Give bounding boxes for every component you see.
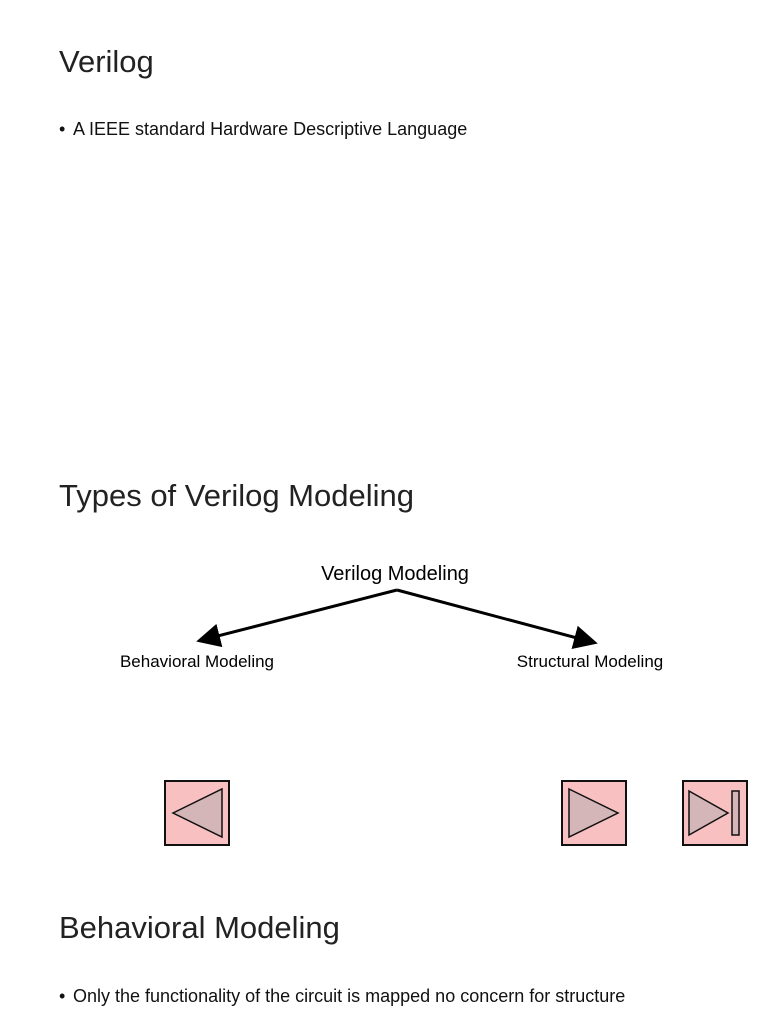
diagram-right-label: Structural Modeling (517, 652, 663, 671)
triangle-right-icon (568, 787, 620, 839)
next-button[interactable] (561, 780, 627, 846)
diagram-left-label: Behavioral Modeling (120, 652, 274, 671)
slide-3-bullet: • Only the functionality of the circuit i… (59, 985, 659, 1008)
slide-2-title: Types of Verilog Modeling (59, 478, 414, 513)
slide-3-bullet-text: Only the functionality of the circuit is… (73, 986, 626, 1006)
last-slide-button[interactable] (682, 780, 748, 846)
slide-1-bullet: • A IEEE standard Hardware Descriptive La… (59, 118, 739, 141)
skip-to-end-icon (688, 789, 740, 837)
arrow-to-structural (396, 588, 598, 649)
diagram-root-label: Verilog Modeling (321, 563, 469, 585)
bullet-dot: • (59, 119, 66, 139)
slide-3-title: Behavioral Modeling (59, 910, 340, 945)
modeling-hierarchy-diagram: Verilog Modeling Behavioral Modeling Str… (120, 563, 663, 671)
bullet-dot: • (59, 986, 66, 1006)
slide-1-title: Verilog (59, 44, 154, 79)
triangle-left-icon (171, 787, 223, 839)
slide-1-bullet-text: A IEEE standard Hardware Descriptive Lan… (73, 119, 468, 139)
previous-button[interactable] (164, 780, 230, 846)
arrow-to-behavioral (196, 588, 398, 648)
